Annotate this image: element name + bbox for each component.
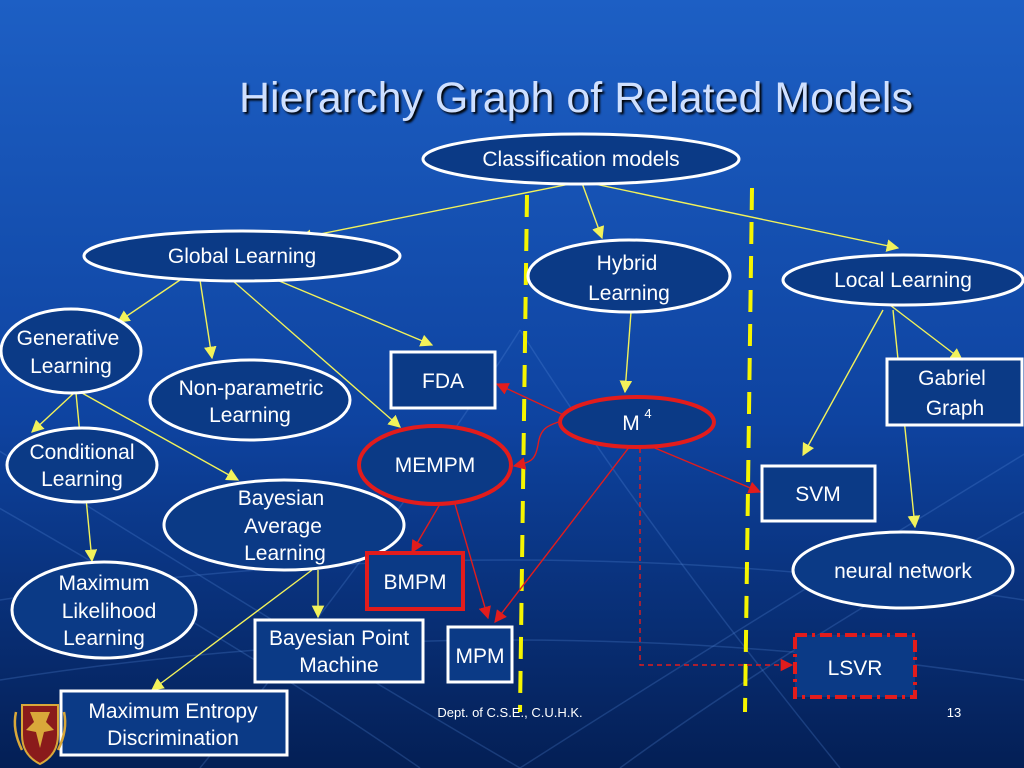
node-maximum-likelihood-learning: Maximum Likelihood Learning xyxy=(10,560,198,660)
label-bayesavg-1: Bayesian xyxy=(238,487,324,510)
label-hybrid-2: Learning xyxy=(588,282,670,305)
edge-class-hybrid xyxy=(581,182,605,240)
divider-lines xyxy=(518,187,754,713)
label-bpm-1: Bayesian Point xyxy=(269,627,409,650)
cuhk-crest-icon xyxy=(13,704,67,766)
edge-gen-bayesavg xyxy=(81,392,240,481)
node-classification: Classification models xyxy=(421,132,741,186)
node-global-learning: Global Learning xyxy=(82,229,402,283)
label-svm: SVM xyxy=(795,483,841,506)
label-hybrid-1: Hybrid xyxy=(597,252,658,275)
node-local-learning: Local Learning xyxy=(781,253,1024,307)
label-conditional-2: Learning xyxy=(41,468,123,491)
label-local: Local Learning xyxy=(834,269,972,292)
edge-global-fda xyxy=(264,274,434,347)
node-bmpm: BMPM xyxy=(365,551,465,611)
edge-global-mempm xyxy=(231,279,401,428)
node-lsvr: LSVR xyxy=(793,633,917,699)
edge-mempm-mpm xyxy=(454,503,491,620)
label-gabriel-1: Gabriel xyxy=(918,367,986,390)
node-gabriel-graph: Gabriel Graph xyxy=(885,357,1024,427)
label-bpm-2: Machine xyxy=(299,654,378,677)
edge-hybrid-m4 xyxy=(619,311,633,394)
label-generative-1: Generative xyxy=(17,327,120,350)
label-conditional-1: Conditional xyxy=(29,441,134,464)
node-hybrid-learning: Hybrid Learning xyxy=(526,238,732,314)
node-maximum-entropy-discrimination: Maximum Entropy Discrimination xyxy=(59,689,289,757)
label-mempm: MEMPM xyxy=(395,454,476,477)
left-divider xyxy=(518,194,529,713)
label-bmpm: BMPM xyxy=(384,571,447,594)
edge-m4-fda xyxy=(495,383,571,419)
node-svm: SVM xyxy=(760,464,877,523)
edge-bayesavg-med xyxy=(150,569,313,691)
label-neural: neural network xyxy=(834,560,972,583)
footer-text: Dept. of C.S.E., C.U.H.K. xyxy=(437,705,582,720)
right-divider xyxy=(743,187,754,713)
label-generative-2: Learning xyxy=(30,355,112,378)
label-m4: M xyxy=(622,412,640,435)
label-gabriel-2: Graph xyxy=(926,397,984,420)
label-med-2: Discrimination xyxy=(107,727,239,750)
label-global: Global Learning xyxy=(168,245,316,268)
page-number: 13 xyxy=(947,705,961,720)
label-mpm: MPM xyxy=(456,645,505,668)
label-med-1: Maximum Entropy xyxy=(88,700,258,723)
node-conditional-learning: Conditional Learning xyxy=(5,426,159,504)
label-fda: FDA xyxy=(422,370,464,393)
slide-title: Hierarchy Graph of Related Models xyxy=(239,74,913,122)
edge-m4-lsvr xyxy=(639,448,794,672)
edge-global-generative xyxy=(116,279,181,323)
node-neural-network: neural network xyxy=(791,530,1015,610)
edge-m4-svm xyxy=(649,445,762,494)
edge-global-nonparam xyxy=(199,279,217,360)
node-bayesian-average-learning: Bayesian Average Learning xyxy=(162,478,406,572)
edge-class-local xyxy=(589,182,900,252)
node-bayesian-point-machine: Bayesian Point Machine xyxy=(253,618,425,684)
edge-m4-mpm xyxy=(494,445,631,623)
label-m4-superscript: 4 xyxy=(644,406,651,421)
edge-gen-conditional xyxy=(31,392,75,433)
node-fda: FDA xyxy=(389,350,497,410)
edge-m4-mempm xyxy=(512,419,567,470)
node-mempm: MEMPM xyxy=(357,424,513,506)
label-nonparam-2: Learning xyxy=(209,404,291,427)
label-maxlik-1: Maximum xyxy=(58,572,149,595)
label-nonparam-1: Non-parametric xyxy=(179,377,324,400)
label-bayesavg-2: Average xyxy=(244,515,322,538)
label-lsvr: LSVR xyxy=(828,657,883,680)
edge-local-gabriel xyxy=(889,304,964,361)
label-maxlik-2: Likelihood xyxy=(62,600,157,623)
edge-local-svm xyxy=(802,309,884,457)
edge-mempm-bmpm xyxy=(411,503,441,554)
node-generative-learning: Generative Learning xyxy=(0,307,143,395)
label-maxlik-3: Learning xyxy=(63,627,145,650)
node-m4: M 4 xyxy=(558,395,716,449)
node-nonparametric-learning: Non-parametric Learning xyxy=(148,358,352,442)
label-bayesavg-3: Learning xyxy=(244,542,326,565)
node-mpm: MPM xyxy=(446,625,514,684)
label-classification: Classification models xyxy=(482,148,679,171)
edge-class-global xyxy=(298,182,576,242)
red-edges xyxy=(411,383,794,672)
